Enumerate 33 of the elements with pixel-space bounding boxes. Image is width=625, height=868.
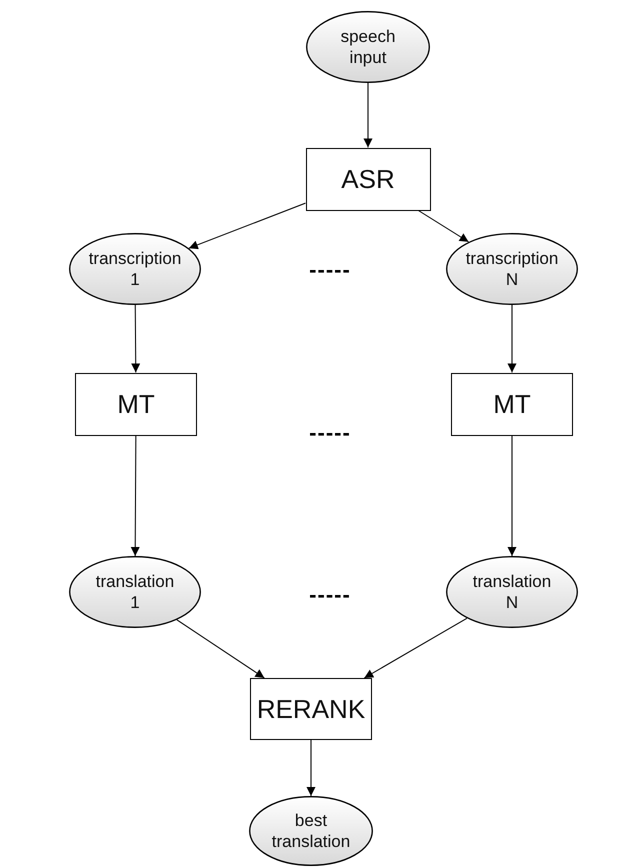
data-ellipse xyxy=(446,233,578,305)
node-label: MT xyxy=(117,388,155,420)
arrow xyxy=(508,304,516,373)
process-box xyxy=(75,372,197,436)
ellipsis-mark: ----- xyxy=(309,582,351,608)
node-label: MT xyxy=(493,388,531,420)
process-box xyxy=(306,148,430,210)
data-ellipse xyxy=(306,11,430,83)
arrow xyxy=(508,435,516,556)
arrow xyxy=(130,435,140,556)
arrow xyxy=(188,202,306,250)
arrow xyxy=(176,619,265,678)
arrow xyxy=(306,740,316,796)
data-ellipse xyxy=(69,556,201,628)
node-label: ASR xyxy=(341,164,395,194)
arrow xyxy=(418,210,470,242)
arrow xyxy=(364,618,468,678)
node-label: translation N xyxy=(472,571,552,613)
node-label: best translation xyxy=(272,810,350,852)
data-ellipse xyxy=(249,796,373,866)
ellipsis-mark: ----- xyxy=(309,420,351,446)
node-label: translation 1 xyxy=(96,571,174,613)
node-label: transcription 1 xyxy=(88,248,182,290)
arrow xyxy=(364,82,372,148)
node-label: speech input xyxy=(340,26,396,68)
ellipsis-mark: ----- xyxy=(309,257,351,283)
data-ellipse xyxy=(446,556,578,628)
process-box xyxy=(451,372,573,436)
arrow xyxy=(131,304,140,373)
node-label: transcription N xyxy=(466,248,558,290)
node-label: RERANK xyxy=(256,694,366,724)
process-box xyxy=(250,678,372,740)
data-ellipse xyxy=(69,233,201,305)
